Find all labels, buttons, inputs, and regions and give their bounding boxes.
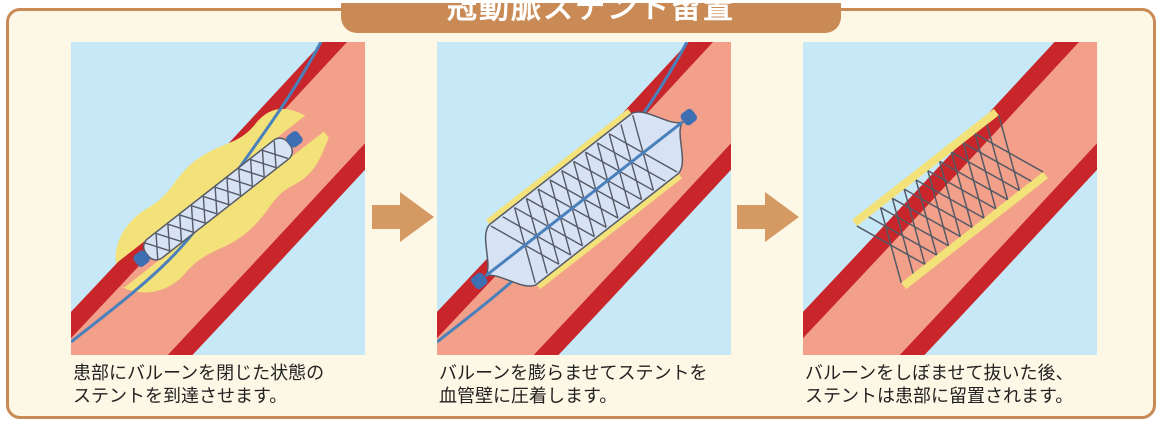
- caption-line: バルーンをしぼませて抜いた後、: [805, 363, 1074, 384]
- step-1-caption: 患部にバルーンを閉じた状態の ステントを到達させます。: [73, 362, 383, 408]
- step-arrow-icon: [372, 192, 434, 242]
- marker: [680, 108, 698, 126]
- marker: [286, 131, 303, 148]
- diagram-title: 冠動脈ステント留置: [447, 0, 735, 26]
- title-banner: 冠動脈ステント留置: [341, 0, 841, 33]
- step-2-caption: バルーンを膨らませてステントを 血管壁に圧着します。: [439, 362, 749, 408]
- stent-mesh: [856, 115, 1044, 283]
- inflated-balloon: [470, 108, 698, 290]
- plaque: [115, 109, 329, 293]
- stent-mesh: [144, 141, 289, 261]
- artery-lumen: [803, 42, 1097, 355]
- deployed-stent: [856, 115, 1044, 283]
- caption-line: ステントを到達させます。: [73, 386, 288, 407]
- step-arrow-icon: [737, 192, 799, 242]
- caption-line: ステントは患部に留置されます。: [805, 386, 1074, 407]
- marker: [133, 250, 150, 267]
- caption-line: 患部にバルーンを閉じた状態の: [73, 363, 325, 384]
- step-3-caption: バルーンをしぼませて抜いた後、 ステントは患部に留置されます。: [805, 362, 1115, 408]
- step-2-illustration: [437, 42, 731, 355]
- balloon-catheter: [133, 131, 303, 267]
- marker: [470, 272, 488, 290]
- step-1-illustration: [71, 42, 365, 355]
- caption-line: 血管壁に圧着します。: [439, 386, 618, 407]
- caption-line: バルーンを膨らませてステントを: [439, 363, 708, 384]
- step-3-illustration: [803, 42, 1097, 355]
- plaque: [485, 108, 683, 290]
- plaque: [851, 108, 1049, 290]
